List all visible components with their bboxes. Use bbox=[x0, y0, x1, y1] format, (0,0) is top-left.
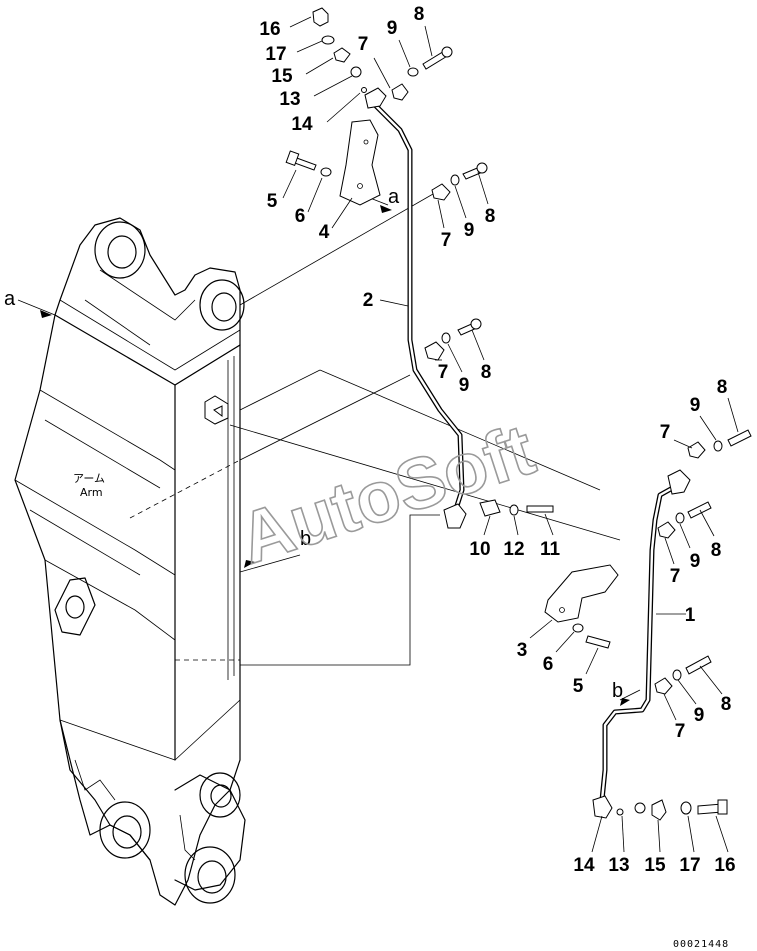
callout-c3: 3 bbox=[517, 640, 528, 661]
leader-lines bbox=[282, 16, 739, 853]
callout-c8a: 8 bbox=[414, 4, 425, 25]
arm-label-jp: アーム bbox=[73, 472, 105, 485]
callout-c7c: 7 bbox=[438, 362, 449, 383]
callout-c12: 12 bbox=[503, 539, 524, 560]
ref-arrows: a a b b bbox=[4, 186, 630, 706]
callout-c13a: 13 bbox=[279, 89, 300, 110]
callout-c9c: 9 bbox=[459, 375, 470, 396]
ref-b-right: b bbox=[612, 680, 623, 702]
callout-c4a: 4 bbox=[319, 222, 330, 243]
callout-c9b: 9 bbox=[464, 220, 475, 241]
reference-lines bbox=[17, 189, 641, 701]
callout-c2: 2 bbox=[363, 290, 374, 311]
callout-c8e: 8 bbox=[711, 540, 722, 561]
callout-c9a: 9 bbox=[387, 18, 398, 39]
callout-c14a: 14 bbox=[291, 114, 313, 135]
upper-boss-right bbox=[199, 279, 245, 331]
callout-c7a: 7 bbox=[358, 34, 369, 55]
callout-c15a: 15 bbox=[271, 66, 293, 87]
callout-c13b: 13 bbox=[608, 855, 629, 876]
bracket-3 bbox=[544, 564, 619, 623]
callout-c9d: 9 bbox=[690, 395, 701, 416]
callout-c14b: 14 bbox=[573, 855, 595, 876]
bracket-4 bbox=[339, 119, 381, 206]
callout-c10: 10 bbox=[469, 539, 490, 560]
arm-top-plate bbox=[54, 314, 241, 386]
callout-c7e: 7 bbox=[670, 566, 681, 587]
arm-body: アーム Arm bbox=[14, 217, 246, 906]
callout-c7f: 7 bbox=[675, 721, 686, 742]
callout-c8b: 8 bbox=[485, 206, 496, 227]
side-boss bbox=[54, 577, 96, 636]
callout-c9e: 9 bbox=[690, 551, 701, 572]
callout-c7d: 7 bbox=[660, 422, 671, 443]
lower-link-right bbox=[174, 774, 246, 891]
callout-c8d: 8 bbox=[717, 377, 728, 398]
callout-c5b: 5 bbox=[573, 676, 584, 697]
pipe-2 bbox=[364, 87, 467, 529]
pipe-1 bbox=[592, 469, 691, 819]
callout-c11: 11 bbox=[540, 539, 561, 560]
lower-link-left bbox=[59, 719, 151, 861]
callout-c15b: 15 bbox=[644, 855, 666, 876]
callout-c7b: 7 bbox=[441, 230, 452, 251]
callout-c6b: 6 bbox=[543, 654, 554, 675]
callout-c17b: 17 bbox=[679, 855, 700, 876]
callout-c9f: 9 bbox=[694, 705, 705, 726]
callout-c16b: 16 bbox=[714, 855, 735, 876]
upper-boss-left bbox=[94, 221, 146, 279]
callout-c8f: 8 bbox=[721, 694, 732, 715]
watermark: AutoSoft bbox=[230, 410, 544, 580]
ref-a-right: a bbox=[388, 186, 400, 208]
ref-b-left: b bbox=[300, 528, 311, 550]
drawing-code: 00021448 bbox=[673, 939, 729, 950]
callout-c16a: 16 bbox=[259, 19, 280, 40]
callout-c1: 1 bbox=[685, 605, 696, 626]
callout-c5a: 5 bbox=[267, 191, 278, 212]
ref-a-left: a bbox=[4, 288, 16, 310]
hardware bbox=[285, 7, 752, 821]
callout-c17a: 17 bbox=[265, 44, 286, 65]
callout-c6a: 6 bbox=[295, 206, 306, 227]
callout-c8c: 8 bbox=[481, 362, 492, 383]
arm-label-en: Arm bbox=[80, 486, 103, 499]
